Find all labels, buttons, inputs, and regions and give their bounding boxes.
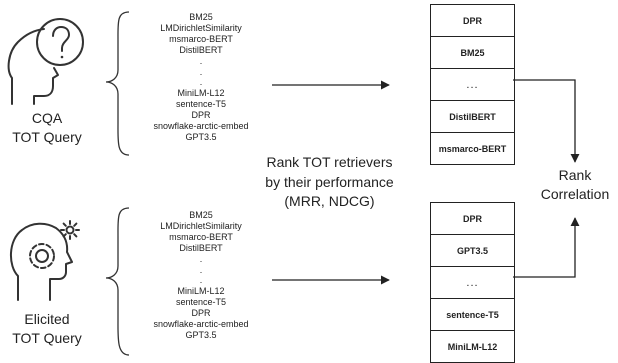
rank-description-line: Rank TOT retrievers [266,154,393,170]
retriever-item: . [199,77,203,88]
retriever-item: . [199,253,203,264]
retriever-list-bottom: BM25 LMDirichletSimilarity msmarco-BERT … [131,210,271,341]
query-label-line1: CQA [31,110,63,126]
retriever-item: GPT3.5 [185,131,217,142]
retriever-item: BM25 [189,12,213,22]
retriever-list-top: BM25 LMDirichletSimilarity msmarco-BERT … [131,12,271,143]
ranking-cell: DPR [431,203,514,235]
rank-description: Rank TOT retrievers by their performance… [242,153,417,212]
retriever-item: . [199,264,203,275]
retriever-item: MiniLM-L12 [177,88,225,99]
retriever-item: snowflake-arctic-embed [153,121,249,132]
retriever-item: . [199,55,203,66]
brace-bottom [105,207,130,356]
retriever-item: msmarco-BERT [169,33,233,44]
rank-description-line: (MRR, NDCG) [284,193,375,209]
brace-top [105,11,130,156]
ranking-cell: msmarco-BERT [438,143,507,154]
ranking-cell: sentence-T5 [431,299,514,331]
ranking-cell: BM25 [431,37,514,69]
retriever-item: DistilBERT [179,44,223,55]
retriever-item: GPT3.5 [185,329,217,340]
retriever-item: snowflake-arctic-embed [153,319,249,330]
retriever-item: . [199,275,203,286]
rank-correlation-label: Rank Correlation [520,166,618,204]
rank-correlation-line: Correlation [540,186,610,202]
retriever-item: . [199,66,203,77]
retriever-item: BM25 [189,210,213,220]
query-label-cqa: CQA TOT Query [0,109,102,147]
retriever-item: DPR [191,110,211,121]
ranking-table-top: DPR BM25 ... DistilBERT msmarco-BERT [430,4,515,165]
query-label-line2: TOT Query [12,330,82,346]
head-question-icon [7,18,84,105]
ranking-cell: DistilBERT [431,101,514,133]
rank-correlation-line: Rank [558,167,592,183]
rank-description-line: by their performance [265,173,394,190]
retriever-item: LMDirichletSimilarity [160,220,242,231]
retriever-item: sentence-T5 [175,297,227,308]
ranking-cell: MiniLM-L12 [447,341,498,352]
ranking-cell: ... [431,267,514,299]
query-label-line1: Elicited [24,311,70,327]
retriever-item: DPR [191,308,211,319]
retriever-item: sentence-T5 [175,99,227,110]
retriever-item: DistilBERT [179,242,223,253]
connector-bottom [513,217,580,278]
query-label-line2: TOT Query [12,129,82,145]
head-gears-icon [10,220,80,301]
ranking-table-bottom: DPR GPT3.5 ... sentence-T5 MiniLM-L12 [430,202,515,363]
retriever-item: MiniLM-L12 [177,286,225,297]
ranking-cell: GPT3.5 [431,235,514,267]
ranking-cell: DPR [431,5,514,37]
retriever-item: msmarco-BERT [169,231,233,242]
connector-top [513,79,580,163]
retriever-item: LMDirichletSimilarity [160,22,242,33]
ranking-cell: ... [431,69,514,101]
query-label-elicited: Elicited TOT Query [0,310,102,348]
